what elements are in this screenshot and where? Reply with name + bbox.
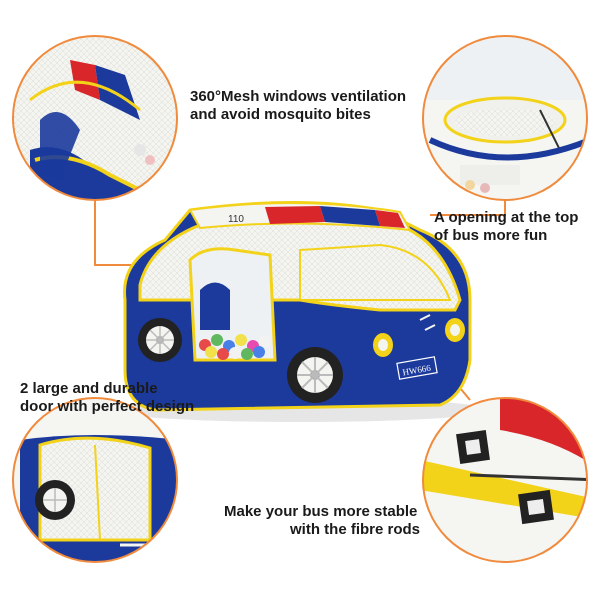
caption-doors: 2 large and durable door with perfect de… (20, 380, 194, 416)
caption-top-opening: A opening at the top of bus more fun (434, 209, 578, 245)
caption-line: 360°Mesh windows ventilation (190, 88, 407, 105)
fibre-rods-closeup (422, 397, 588, 563)
play-balls (199, 334, 271, 360)
wheel-icon (287, 347, 343, 403)
mesh-window-closeup (12, 35, 178, 201)
caption-line: A opening at the top (434, 209, 579, 226)
caption-mesh-windows: 360°Mesh windows ventilation and avoid m… (190, 88, 406, 124)
velcro-strap-icon (456, 430, 554, 525)
roof-number: 110 (228, 214, 244, 225)
top-opening-closeup (422, 35, 588, 201)
caption-line: 2 large and durable (20, 380, 158, 397)
caption-line: Make your bus more stable (224, 503, 418, 520)
caption-line: with the fibre rods (290, 521, 421, 538)
headlight-icon (373, 318, 465, 357)
wheel-icon (138, 318, 182, 362)
car-tent: 110 (110, 201, 490, 422)
caption-line: door with perfect design (20, 398, 195, 415)
caption-line: and avoid mosquito bites (190, 106, 371, 123)
license-plate: HW666 (402, 363, 432, 378)
caption-line: of bus more fun (434, 227, 548, 244)
caption-fibre-rods: Make your bus more stable with the fibre… (224, 503, 420, 539)
door-closeup (12, 397, 178, 563)
